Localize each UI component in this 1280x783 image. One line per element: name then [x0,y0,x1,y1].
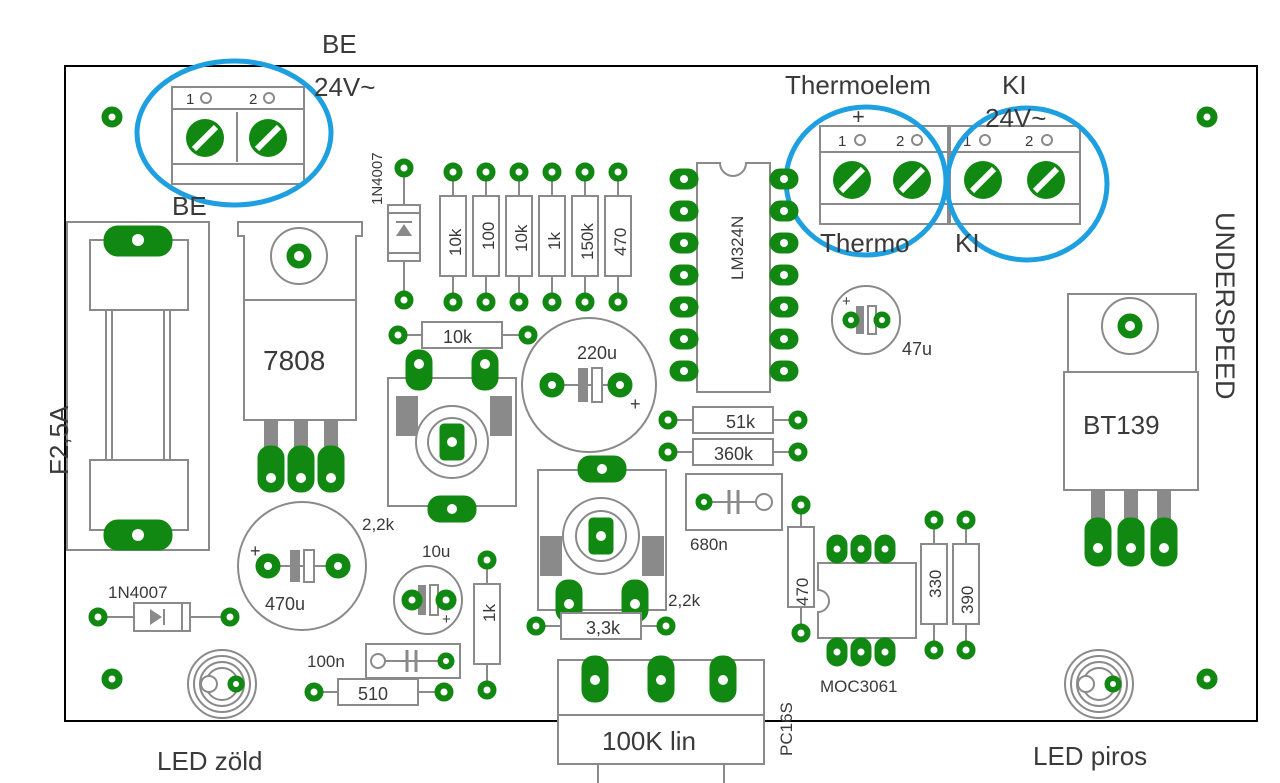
label-fuse: F2,5A [44,405,74,475]
label-be-top: BE [322,29,357,59]
label-r-150k: 150k [578,223,597,260]
label-led-green: LED zöld [157,746,263,776]
label-cap-220u-plus: + [630,394,641,414]
label-r-330: 330 [926,570,945,598]
mounting-holes [101,106,1218,690]
label-diode-horizontal: 1N4007 [108,583,168,602]
label-r-10k-a: 10k [446,228,465,256]
label-moc3061: MOC3061 [820,677,897,696]
label-r-390: 390 [958,586,977,614]
cap-100n [365,643,461,679]
label-r-1k-b: 1k [480,604,499,622]
resistor-1k-vertical [473,550,501,700]
label-7808: 7808 [263,345,325,376]
be-term-1: 1 [186,91,194,108]
resistor-360k [658,438,808,466]
fuse-holder [66,221,210,551]
resistor-array [439,162,632,312]
label-led-red: LED piros [1033,741,1147,771]
label-cap-100n: 100n [307,652,345,671]
be-term-2: 2 [249,91,257,108]
label-cap-680n: 680n [690,535,728,554]
ic-moc3061 [817,534,917,667]
resistor-51k [658,406,808,434]
cap-220u [521,317,657,453]
label-pot-22k-b: 2,2k [668,591,701,610]
resistor-330 [920,510,948,660]
label-r-33k: 3,3k [586,618,621,638]
diode-1n4007-vertical [387,158,421,310]
label-thermoelem: Thermoelem [785,70,931,100]
label-r-360k: 360k [714,444,754,464]
label-r-100: 100 [479,222,498,250]
label-cap-10u: 10u [422,542,450,561]
label-pot-100k: 100K lin [602,726,696,756]
cap-47u [831,285,901,355]
trimmer-center [537,455,667,623]
label-be-24v: 24V~ [314,72,375,102]
terminal-thermo: 1 2 [819,125,949,225]
label-thermo-plus: + [852,104,865,129]
label-bt139: BT139 [1083,410,1160,440]
label-r-1k-a: 1k [545,232,564,250]
pot-100k-lin [557,655,765,783]
resistor-10k-horizontal [388,321,538,349]
led-green [187,649,257,719]
label-r-470-a: 470 [611,228,630,256]
label-pot-type: PC16S [777,702,796,756]
trimmer-left [387,349,517,523]
diode-1n4007-horizontal [88,602,240,632]
label-cap-220u: 220u [577,343,617,363]
cap-680n [685,473,783,531]
resistor-510 [304,678,454,706]
cap-10u [393,565,463,635]
regulator-7808 [237,221,363,493]
label-lm324n: LM324N [728,216,747,280]
led-red [1064,649,1134,719]
label-cap-470u-plus: + [250,541,261,561]
terminal-ki: 1 2 [949,125,1081,225]
terminal-be: 1 2 [171,86,305,185]
label-cap-470u: 470u [265,594,305,614]
highlight-be [134,58,334,208]
triac-bt139 [1063,293,1199,567]
label-ki-bottom: KI [955,228,980,258]
thermo-term-2: 2 [896,133,904,150]
label-thermo: Thermo [820,228,910,258]
label-ki-top: KI [1002,70,1027,100]
label-r-10k-b: 10k [512,224,531,252]
label-cap-10u-plus: + [442,611,451,628]
ki-term-2: 2 [1025,133,1033,150]
thermo-term-1: 1 [838,133,846,150]
label-brand: UNDERSPEED [1210,212,1240,400]
label-ki-24v: 24V~ [985,103,1046,133]
ki-term-1: 1 [963,133,971,150]
label-r-51k: 51k [726,412,756,432]
ic-lm324n [696,162,771,393]
label-cap-47u: 47u [902,339,932,359]
highlight-ki [944,105,1110,263]
label-be-bottom: BE [172,191,207,221]
label-r-510: 510 [358,684,388,704]
ic-lm324n-pins [669,168,799,382]
label-diode-vertical: 1N4007 [369,152,386,205]
label-r-10k-h: 10k [443,327,473,347]
cap-470u [237,501,367,631]
label-cap-47u-plus: + [842,293,851,310]
resistor-390 [952,510,980,660]
label-r-470-b: 470 [793,578,812,606]
label-pot-22k-a: 2,2k [362,515,395,534]
resistor-470-vertical [787,495,815,643]
resistor-33k [526,612,676,640]
